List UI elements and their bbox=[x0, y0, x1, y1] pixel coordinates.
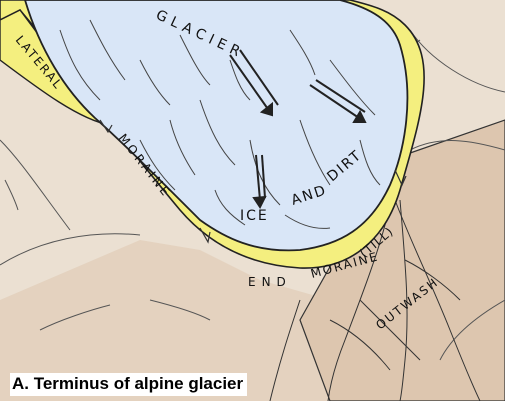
figure-caption: A. Terminus of alpine glacier bbox=[10, 373, 247, 396]
label-ice: ICE bbox=[240, 208, 269, 224]
label-end: END bbox=[248, 275, 292, 289]
